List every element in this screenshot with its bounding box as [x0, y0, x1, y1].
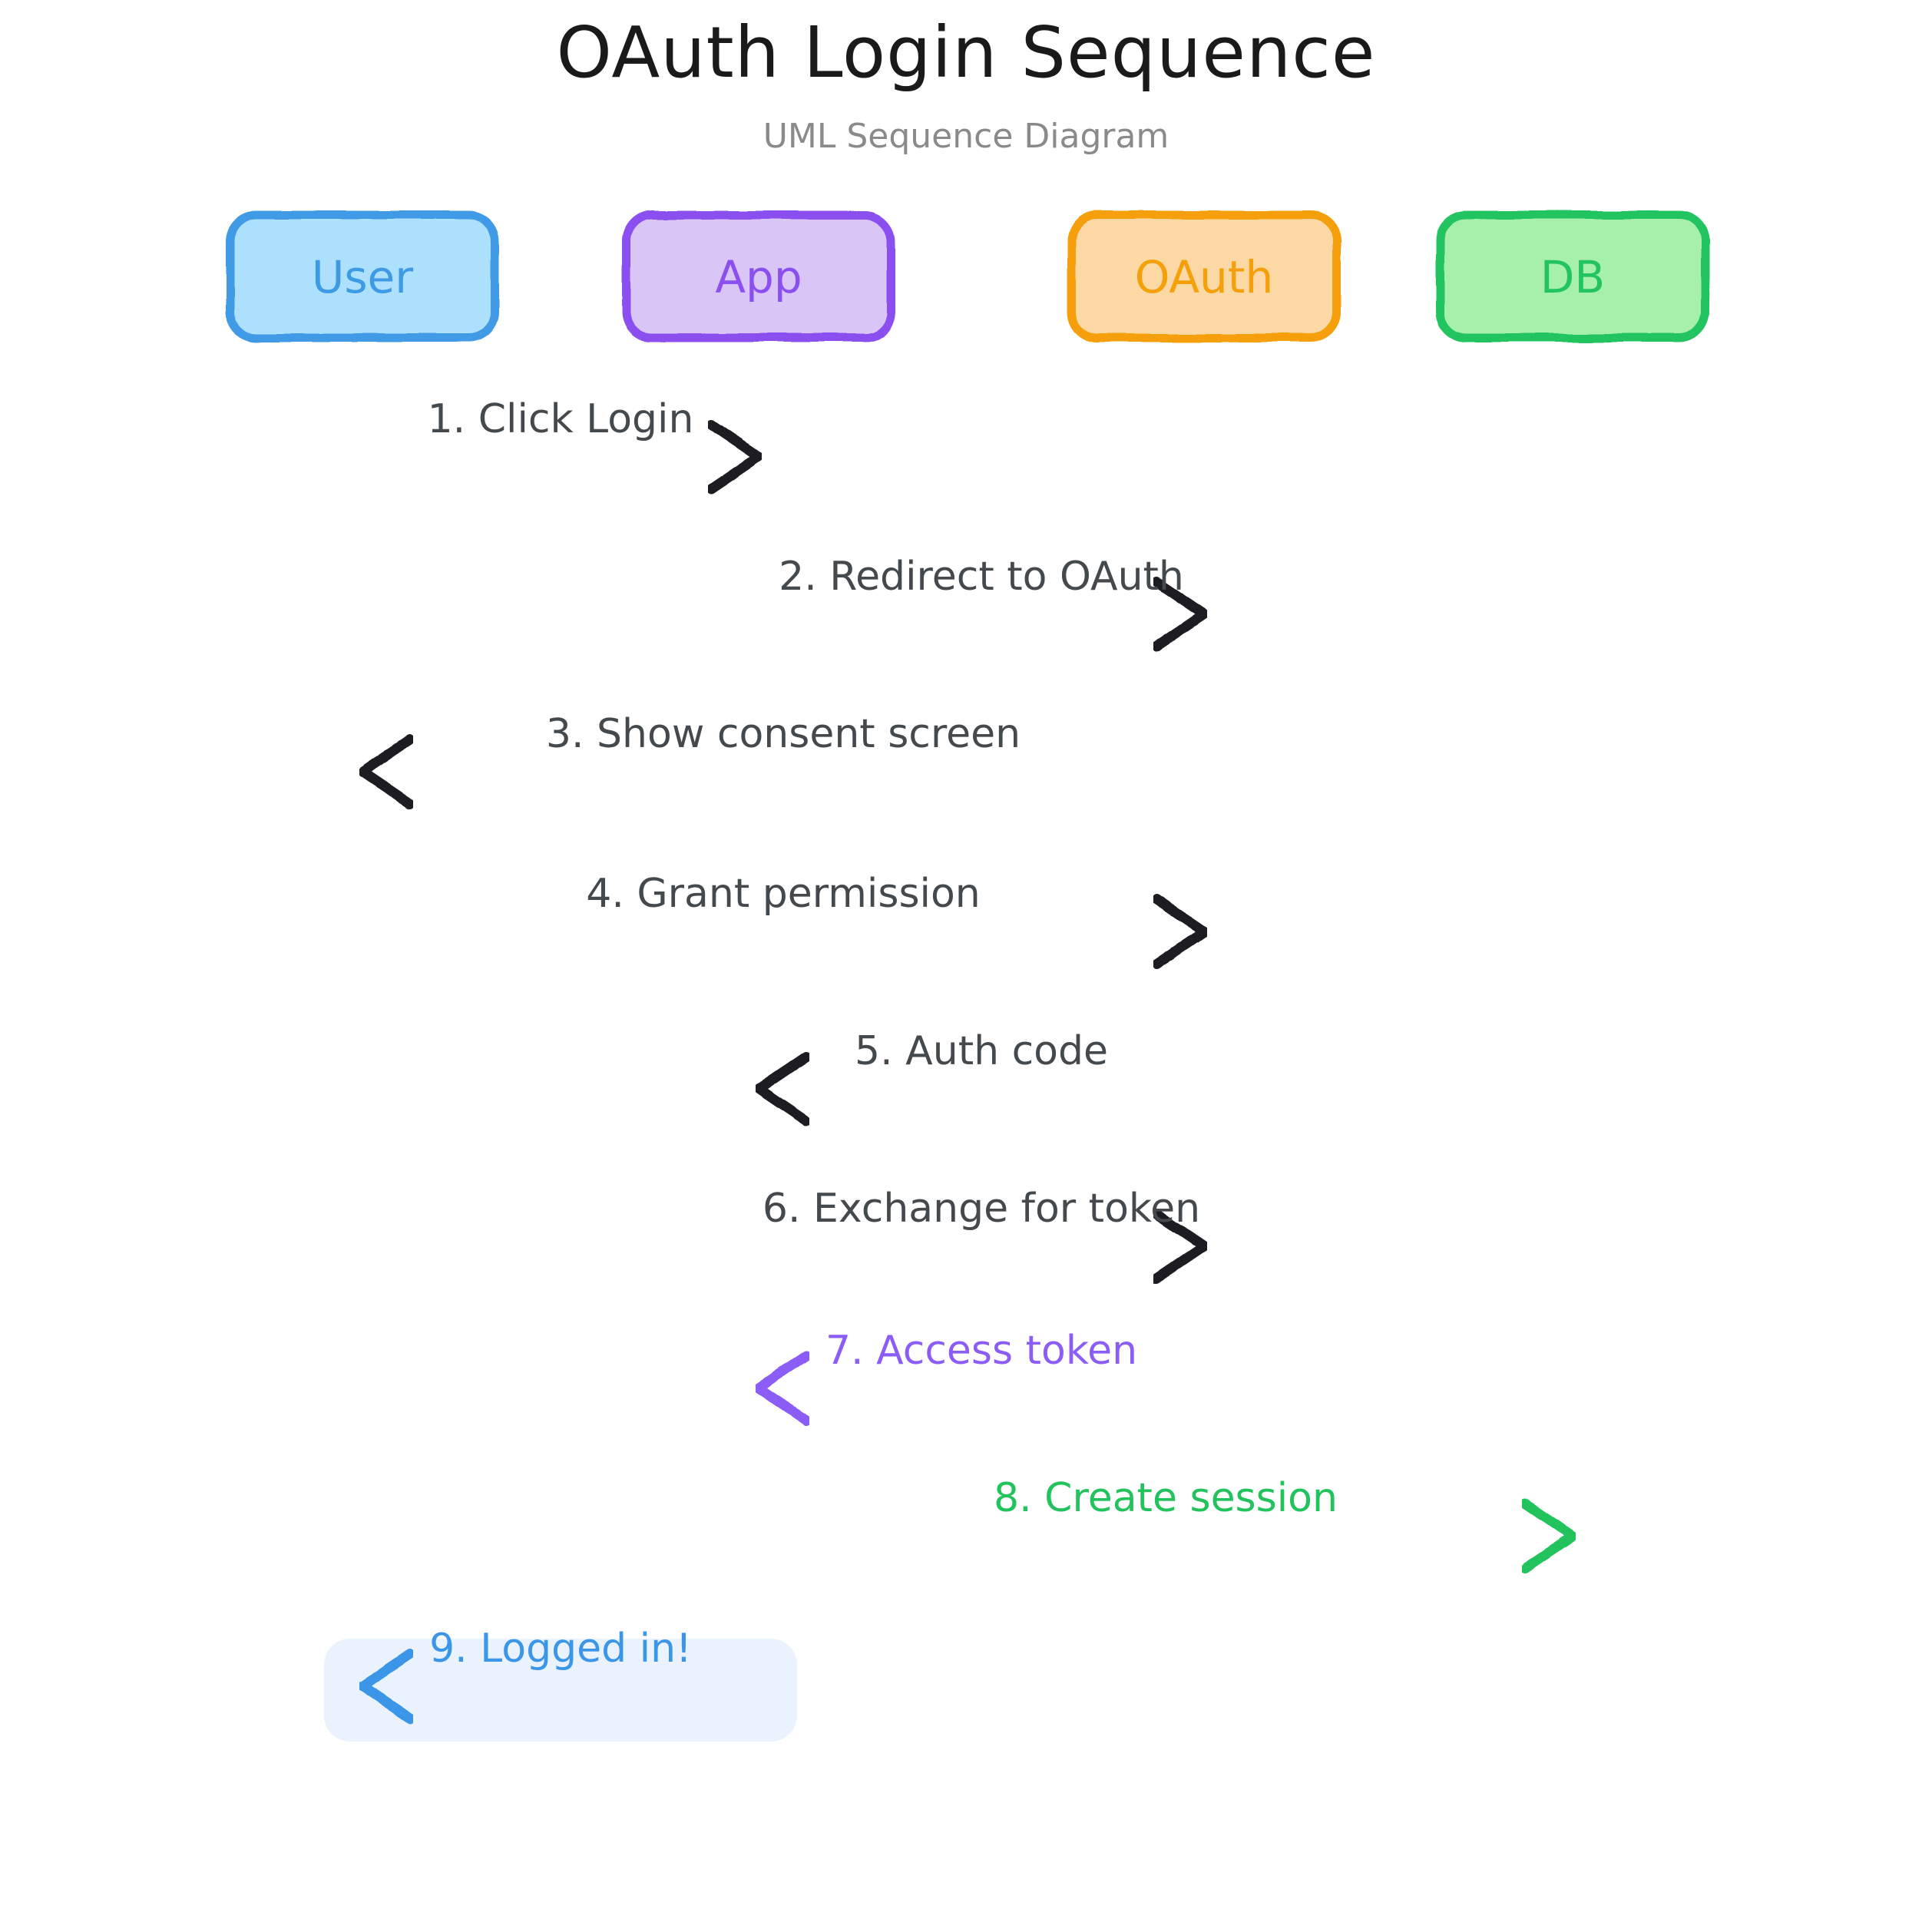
message-label-4: 4. Grant permission [586, 871, 981, 917]
participant-label-oauth: OAuth [1135, 251, 1274, 303]
participant-layer: User App OAuth DB [226, 210, 1709, 342]
message-1[interactable]: 1. Click Login [358, 396, 764, 495]
message-arrowhead-3 [357, 734, 415, 809]
message-layer: 1. Click Login 2. Redirect to OAuth 3. Sho… [357, 396, 1578, 1724]
participant-box-shape-db [1436, 210, 1709, 342]
message-5[interactable]: 5. Auth code [753, 1028, 1209, 1126]
message-label-3: 3. Show consent screen [546, 711, 1021, 757]
message-8[interactable]: 8. Create session [754, 1475, 1578, 1573]
lifeline-layer [360, 336, 1575, 1926]
participant-box-shape-app [622, 210, 895, 342]
message-label-1: 1. Click Login [428, 396, 694, 442]
message-6[interactable]: 6. Exchange for token [754, 1186, 1209, 1284]
message-4[interactable]: 4. Grant permission [358, 871, 1209, 969]
message-arrowhead-6 [1151, 1209, 1209, 1284]
message-9[interactable]: 9. Logged in! [357, 1626, 763, 1724]
page-title: OAuth Login Sequence [557, 12, 1376, 94]
message-arrowhead-5 [753, 1051, 812, 1126]
message-arrowhead-7 [753, 1351, 812, 1426]
message-label-6: 6. Exchange for token [763, 1186, 1200, 1232]
message-3[interactable]: 3. Show consent screen [357, 711, 1209, 809]
participant-box-oauth[interactable]: OAuth [1067, 210, 1341, 342]
page-subtitle: UML Sequence Diagram [763, 117, 1169, 156]
message-arrowhead-8 [1520, 1498, 1578, 1573]
participant-label-app: App [715, 251, 802, 303]
message-7[interactable]: 7. Access token [753, 1328, 1209, 1426]
participant-label-user: User [312, 251, 413, 303]
message-label-9: 9. Logged in! [429, 1626, 692, 1672]
participant-box-user[interactable]: User [226, 210, 499, 342]
participant-label-db: DB [1540, 251, 1605, 303]
message-label-2: 2. Redirect to OAuth [779, 554, 1184, 600]
participant-box-app[interactable]: App [622, 210, 895, 342]
message-label-5: 5. Auth code [855, 1028, 1108, 1074]
message-arrowhead-2 [1151, 577, 1209, 652]
participant-box-shape-oauth [1067, 210, 1341, 342]
participant-box-db[interactable]: DB [1436, 210, 1709, 342]
message-2[interactable]: 2. Redirect to OAuth [754, 554, 1209, 652]
message-arrowhead-1 [706, 419, 764, 495]
message-arrowhead-9 [357, 1649, 415, 1724]
message-arrowhead-4 [1151, 894, 1209, 969]
participant-box-shape-user [226, 210, 499, 342]
message-label-7: 7. Access token [825, 1328, 1137, 1374]
message-label-8: 8. Create session [994, 1475, 1338, 1521]
